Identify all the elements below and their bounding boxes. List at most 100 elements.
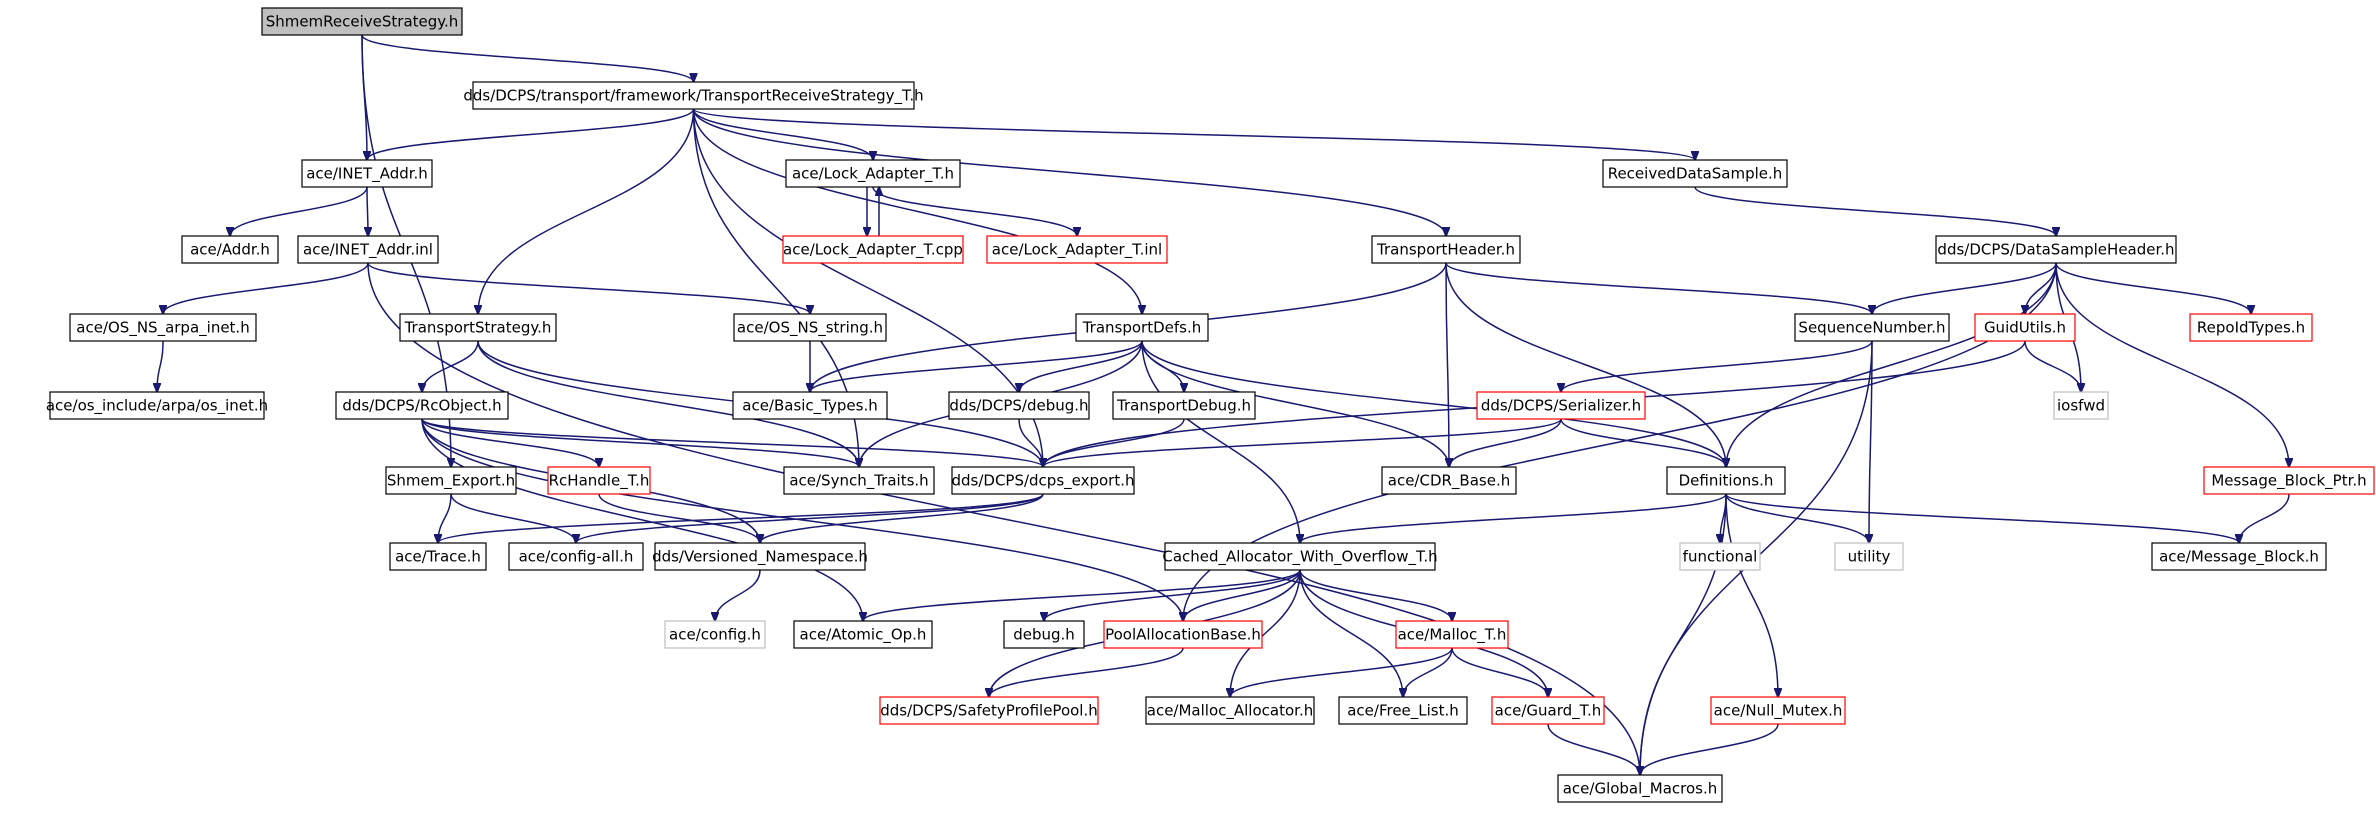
node-transportdefs-h[interactable]: TransportDefs.h xyxy=(1075,313,1209,342)
node-box[interactable] xyxy=(1935,235,2177,264)
node-box[interactable] xyxy=(732,391,888,420)
node-dds-versioned-namespace-h[interactable]: dds/Versioned_Namespace.h xyxy=(652,542,868,571)
node-ace-atomic-op-h[interactable]: ace/Atomic_Op.h xyxy=(793,620,933,649)
node-ace-lock-adapter-t-h[interactable]: ace/Lock_Adapter_T.h xyxy=(785,159,961,188)
node-box[interactable] xyxy=(389,542,487,571)
node-ace-trace-h[interactable]: ace/Trace.h xyxy=(389,542,487,571)
node-transportstrategy-h[interactable]: TransportStrategy.h xyxy=(399,313,557,342)
node-box[interactable] xyxy=(508,542,644,571)
node-dds-dcps-dcps-export-h[interactable]: dds/DCPS/dcps_export.h xyxy=(951,466,1135,495)
node-box[interactable] xyxy=(2203,466,2375,495)
node-ace-synch-traits-h[interactable]: ace/Synch_Traits.h xyxy=(783,466,935,495)
node-box[interactable] xyxy=(1395,620,1509,649)
node-box[interactable] xyxy=(399,313,557,342)
node-ace-inet-addr-inl[interactable]: ace/INET_Addr.inl xyxy=(297,235,439,264)
node-guidutils-h[interactable]: GuidUtils.h xyxy=(1974,313,2076,342)
node-box[interactable] xyxy=(1679,542,1761,571)
node-rchandle-t-h[interactable]: RcHandle_T.h xyxy=(547,466,651,495)
node-poolallocationbase-h[interactable]: PoolAllocationBase.h xyxy=(1103,620,1263,649)
node-iosfwd[interactable]: iosfwd xyxy=(2053,391,2109,420)
node-definitions-h[interactable]: Definitions.h xyxy=(1666,466,1786,495)
node-box[interactable] xyxy=(1112,391,1256,420)
node-box[interactable] xyxy=(2053,391,2109,420)
node-ace-addr-h[interactable]: ace/Addr.h xyxy=(181,235,279,264)
node-repoidtypes-h[interactable]: RepoIdTypes.h xyxy=(2189,313,2313,342)
node-ace-os-include-arpa-os-inet-h[interactable]: ace/os_include/arpa/os_inet.h xyxy=(46,391,268,420)
node-box[interactable] xyxy=(69,313,257,342)
node-box[interactable] xyxy=(297,235,439,264)
node-ace-config-all-h[interactable]: ace/config-all.h xyxy=(508,542,644,571)
node-box[interactable] xyxy=(181,235,279,264)
node-transportheader-h[interactable]: TransportHeader.h xyxy=(1371,235,1521,264)
node-ace-cdr-base-h[interactable]: ace/CDR_Base.h xyxy=(1381,466,1517,495)
node-transportdebug-h[interactable]: TransportDebug.h xyxy=(1112,391,1256,420)
node-cached-allocator-with-overflow-t-h[interactable]: Cached_Allocator_With_Overflow_T.h xyxy=(1162,542,1438,571)
node-box[interactable] xyxy=(1834,542,1904,571)
node-ace-lock-adapter-t-inl[interactable]: ace/Lock_Adapter_T.inl xyxy=(986,235,1168,264)
node-box[interactable] xyxy=(1602,159,1788,188)
node-shmemreceivestrategy-h[interactable]: ShmemReceiveStrategy.h xyxy=(261,7,463,36)
node-ace-os-ns-string-h[interactable]: ace/OS_NS_string.h xyxy=(733,313,887,342)
node-box[interactable] xyxy=(654,542,866,571)
node-ace-config-h[interactable]: ace/config.h xyxy=(664,620,766,649)
node-box[interactable] xyxy=(2189,313,2313,342)
node-shmem-export-h[interactable]: Shmem_Export.h xyxy=(385,466,517,495)
node-dds-dcps-datasampleheader-h[interactable]: dds/DCPS/DataSampleHeader.h xyxy=(1935,235,2177,264)
node-ace-malloc-allocator-h[interactable]: ace/Malloc_Allocator.h xyxy=(1145,696,1315,725)
node-ace-message-block-h[interactable]: ace/Message_Block.h xyxy=(2151,542,2327,571)
node-box[interactable] xyxy=(547,466,651,495)
node-box[interactable] xyxy=(1338,696,1468,725)
node-box[interactable] xyxy=(1371,235,1521,264)
node-box[interactable] xyxy=(301,159,433,188)
node-ace-global-macros-h[interactable]: ace/Global_Macros.h xyxy=(1557,774,1723,803)
node-dds-dcps-debug-h[interactable]: dds/DCPS/debug.h xyxy=(948,391,1090,420)
node-debug-h[interactable]: debug.h xyxy=(1003,620,1085,649)
node-box[interactable] xyxy=(1145,696,1315,725)
node-dds-dcps-safetyprofilepool-h[interactable]: dds/DCPS/SafetyProfilePool.h xyxy=(879,696,1099,725)
node-message-block-ptr-h[interactable]: Message_Block_Ptr.h xyxy=(2203,466,2375,495)
node-box[interactable] xyxy=(664,620,766,649)
node-functional[interactable]: functional xyxy=(1679,542,1761,571)
node-ace-malloc-t-h[interactable]: ace/Malloc_T.h xyxy=(1395,620,1509,649)
node-box[interactable] xyxy=(1666,466,1786,495)
node-box[interactable] xyxy=(782,235,964,264)
node-box[interactable] xyxy=(1103,620,1263,649)
node-box[interactable] xyxy=(948,391,1090,420)
node-ace-os-ns-arpa-inet-h[interactable]: ace/OS_NS_arpa_inet.h xyxy=(69,313,257,342)
node-ace-inet-addr-h[interactable]: ace/INET_Addr.h xyxy=(301,159,433,188)
node-dds-dcps-transport-framework-transportreceivestrategy-t-h[interactable]: dds/DCPS/transport/framework/TransportRe… xyxy=(463,81,924,110)
node-ace-null-mutex-h[interactable]: ace/Null_Mutex.h xyxy=(1710,696,1846,725)
node-box[interactable] xyxy=(1003,620,1085,649)
node-box[interactable] xyxy=(1557,774,1723,803)
node-box[interactable] xyxy=(335,391,509,420)
node-box[interactable] xyxy=(986,235,1168,264)
node-box[interactable] xyxy=(1974,313,2076,342)
node-box[interactable] xyxy=(472,81,915,110)
node-ace-lock-adapter-t-cpp[interactable]: ace/Lock_Adapter_T.cpp xyxy=(782,235,964,264)
node-box[interactable] xyxy=(49,391,265,420)
node-box[interactable] xyxy=(879,696,1099,725)
node-box[interactable] xyxy=(785,159,961,188)
node-box[interactable] xyxy=(1794,313,1950,342)
node-box[interactable] xyxy=(1381,466,1517,495)
node-ace-guard-t-h[interactable]: ace/Guard_T.h xyxy=(1491,696,1605,725)
node-box[interactable] xyxy=(1476,391,1646,420)
node-box[interactable] xyxy=(1164,542,1436,571)
node-receiveddatasample-h[interactable]: ReceivedDataSample.h xyxy=(1602,159,1788,188)
node-box[interactable] xyxy=(733,313,887,342)
node-utility[interactable]: utility xyxy=(1834,542,1904,571)
node-box[interactable] xyxy=(793,620,933,649)
node-sequencenumber-h[interactable]: SequenceNumber.h xyxy=(1794,313,1950,342)
node-box[interactable] xyxy=(951,466,1135,495)
node-box[interactable] xyxy=(2151,542,2327,571)
node-ace-basic-types-h[interactable]: ace/Basic_Types.h xyxy=(732,391,888,420)
node-box[interactable] xyxy=(1491,696,1605,725)
node-box[interactable] xyxy=(261,7,463,36)
node-box[interactable] xyxy=(385,466,517,495)
node-dds-dcps-serializer-h[interactable]: dds/DCPS/Serializer.h xyxy=(1476,391,1646,420)
node-box[interactable] xyxy=(1710,696,1846,725)
node-dds-dcps-rcobject-h[interactable]: dds/DCPS/RcObject.h xyxy=(335,391,509,420)
node-box[interactable] xyxy=(1075,313,1209,342)
node-ace-free-list-h[interactable]: ace/Free_List.h xyxy=(1338,696,1468,725)
node-box[interactable] xyxy=(783,466,935,495)
